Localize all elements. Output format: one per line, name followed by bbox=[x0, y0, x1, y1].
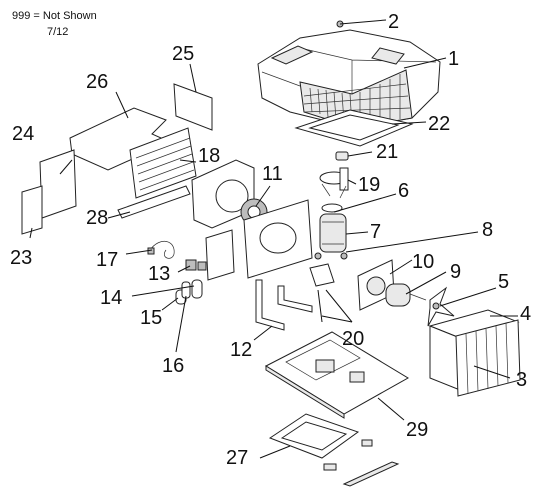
callout-11: 11 bbox=[262, 163, 283, 185]
callout-21: 21 bbox=[376, 141, 398, 163]
part-partition-panel bbox=[243, 199, 313, 279]
part-6-valve bbox=[321, 203, 343, 213]
callout-20: 20 bbox=[342, 328, 364, 350]
not-shown-note: 999 = Not Shown bbox=[12, 10, 97, 22]
callout-26: 26 bbox=[86, 71, 108, 93]
callout-8: 8 bbox=[482, 219, 493, 241]
part-25-side-panel bbox=[173, 83, 213, 131]
part-27-ceiling-frame bbox=[268, 413, 360, 459]
part-28-rail bbox=[117, 185, 191, 219]
callout-9: 9 bbox=[450, 261, 461, 283]
part-24-panel bbox=[39, 149, 77, 219]
part-3-condenser bbox=[455, 319, 521, 397]
part-9-motor bbox=[385, 283, 427, 307]
callout-28: 28 bbox=[86, 207, 108, 229]
callout-2: 2 bbox=[388, 11, 399, 33]
callout-16: 16 bbox=[162, 355, 184, 377]
part-16-capacitor bbox=[181, 281, 191, 299]
callout-24: 24 bbox=[12, 123, 34, 145]
part-23-plate bbox=[21, 185, 43, 235]
part-14-capacitor bbox=[191, 279, 203, 299]
callout-18: 18 bbox=[198, 145, 220, 167]
callout-13: 13 bbox=[148, 263, 170, 285]
date-code: 7/12 bbox=[47, 26, 69, 38]
callout-25: 25 bbox=[172, 43, 194, 65]
callout-19: 19 bbox=[358, 174, 380, 196]
part-19-bracket bbox=[319, 167, 349, 199]
part-5-fan-blade bbox=[427, 286, 455, 327]
part-small-pads bbox=[323, 439, 400, 487]
part-1-shroud bbox=[257, 29, 441, 129]
callout-15: 15 bbox=[140, 307, 162, 329]
part-10-bracket bbox=[357, 259, 395, 311]
leader-lines bbox=[29, 19, 518, 459]
part-control-box bbox=[205, 229, 235, 281]
part-21-grommet bbox=[335, 151, 349, 161]
part-4-shroud bbox=[428, 309, 520, 391]
part-20-tubes bbox=[309, 263, 335, 323]
part-18-evaporator bbox=[129, 127, 197, 199]
part-13-relay bbox=[185, 259, 207, 271]
callout-22: 22 bbox=[428, 113, 450, 135]
callout-4: 4 bbox=[520, 303, 531, 325]
part-7-compressor bbox=[319, 213, 347, 253]
part-29-base-pan bbox=[264, 331, 409, 419]
callout-6: 6 bbox=[398, 180, 409, 202]
callout-17: 17 bbox=[96, 249, 118, 271]
callout-23: 23 bbox=[10, 247, 32, 269]
callout-5: 5 bbox=[498, 271, 509, 293]
callout-12: 12 bbox=[230, 339, 252, 361]
callout-10: 10 bbox=[412, 251, 434, 273]
part-12-tubing bbox=[255, 279, 313, 331]
callout-1: 1 bbox=[448, 48, 459, 70]
callout-7: 7 bbox=[370, 221, 381, 243]
callout-3: 3 bbox=[516, 369, 527, 391]
callout-29: 29 bbox=[406, 419, 428, 441]
callout-27: 27 bbox=[226, 447, 248, 469]
part-blower-housing bbox=[191, 159, 255, 229]
callout-labels: 1 2 3 4 5 6 7 8 9 10 11 12 13 14 15 16 1… bbox=[10, 11, 531, 469]
part-22-gasket bbox=[294, 109, 414, 147]
part-8-fittings bbox=[314, 252, 348, 260]
callout-14: 14 bbox=[100, 287, 122, 309]
